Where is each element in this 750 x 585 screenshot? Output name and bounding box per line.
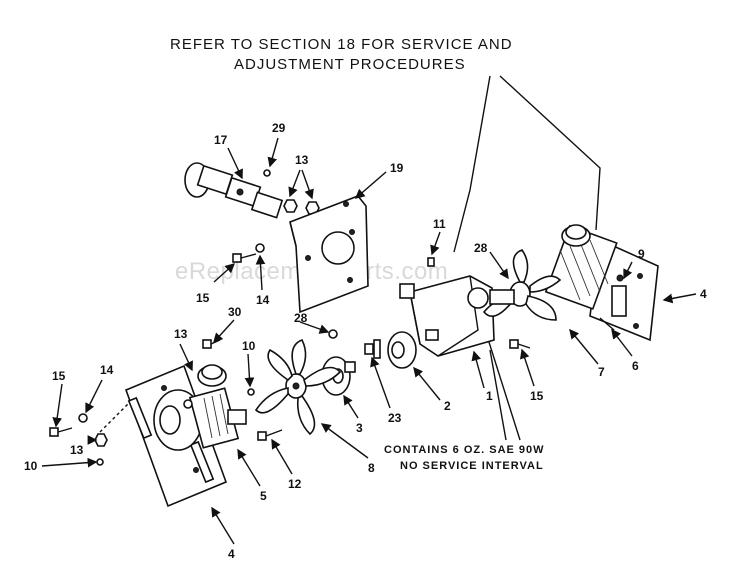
callout-11: 11 xyxy=(433,217,446,231)
callout-5: 5 xyxy=(260,489,267,503)
callout-labels: 17 29 13 19 11 28 9 4 15 14 30 28 13 10 … xyxy=(24,121,707,561)
part-30-bolt xyxy=(202,339,221,349)
callout-14-lower: 14 xyxy=(100,363,114,377)
callout-17: 17 xyxy=(214,133,228,147)
callout-13-lower: 13 xyxy=(70,443,84,457)
callout-30: 30 xyxy=(228,305,242,319)
part-2-coupling xyxy=(387,331,417,369)
part-7-gearbox-right xyxy=(544,224,627,331)
callout-13-top: 13 xyxy=(295,153,309,167)
callout-15-lower: 15 xyxy=(52,369,66,383)
callout-10-upper: 10 xyxy=(242,339,256,353)
callout-28-middle: 28 xyxy=(294,311,308,325)
part-11-bolt xyxy=(427,257,435,267)
callout-3: 3 xyxy=(356,421,363,435)
part-15-bolt-right xyxy=(509,339,531,349)
part-10-pin-lower xyxy=(96,458,104,466)
part-14-washer-upper xyxy=(255,243,265,253)
part-14-washer-lower xyxy=(78,413,88,423)
part-28-pin-middle xyxy=(328,329,338,339)
part-28-fan-right xyxy=(482,249,562,321)
callout-2: 2 xyxy=(444,399,451,413)
part-1-gearbox xyxy=(399,275,495,357)
part-8-fan xyxy=(254,338,342,436)
part-12-bolt xyxy=(257,429,283,441)
part-15-bolt-lower xyxy=(49,427,73,437)
callout-leaders xyxy=(41,137,697,545)
part-17-universal-joint xyxy=(184,162,284,219)
refer-note-line2: ADJUSTMENT PROCEDURES xyxy=(234,56,466,73)
callout-14-upper: 14 xyxy=(256,293,270,307)
part-10-pin-upper xyxy=(247,388,255,396)
callout-10-lower: 10 xyxy=(24,459,38,473)
callout-15-upper: 15 xyxy=(196,291,210,305)
callout-8: 8 xyxy=(368,461,375,475)
callout-13-left: 13 xyxy=(174,327,188,341)
refer-note-line1: REFER TO SECTION 18 FOR SERVICE AND xyxy=(170,36,513,53)
callout-29: 29 xyxy=(272,121,286,135)
callout-7: 7 xyxy=(598,365,605,379)
part-29-pin xyxy=(263,169,271,177)
callout-15-right: 15 xyxy=(530,389,544,403)
callout-1: 1 xyxy=(486,389,493,403)
part-9-fitting xyxy=(616,274,624,282)
callout-4-left: 4 xyxy=(228,547,235,561)
callout-23: 23 xyxy=(388,411,402,425)
callout-6: 6 xyxy=(632,359,639,373)
callout-19: 19 xyxy=(390,161,404,175)
part-13-nut-lower xyxy=(94,433,108,447)
contains-note-line2: NO SERVICE INTERVAL xyxy=(400,460,544,472)
callout-9: 9 xyxy=(638,247,645,261)
callout-12: 12 xyxy=(288,477,302,491)
part-19-bracket xyxy=(289,195,369,314)
callout-28-right: 28 xyxy=(474,241,488,255)
part-5-gearbox-left xyxy=(153,364,247,451)
part-23-spider xyxy=(364,339,381,359)
part-15-bolt-upper xyxy=(232,253,257,263)
callout-4-right: 4 xyxy=(700,287,707,301)
contains-note-line1: CONTAINS 6 OZ. SAE 90W xyxy=(384,444,545,456)
part-13-nuts-top xyxy=(283,199,320,215)
